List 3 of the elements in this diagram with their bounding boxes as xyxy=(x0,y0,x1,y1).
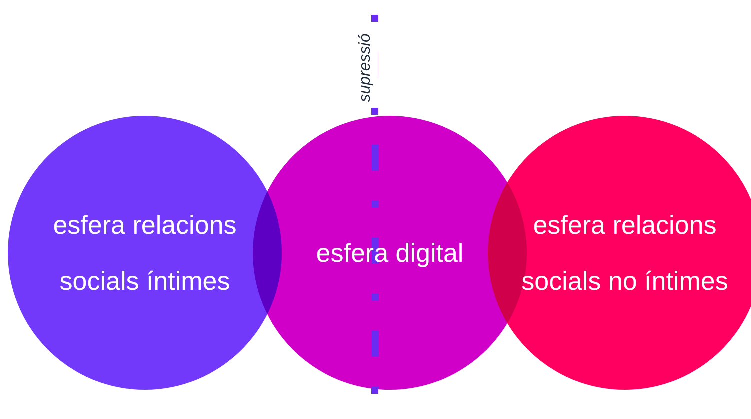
circle-label: esfera relacions socials íntimes xyxy=(52,209,238,298)
circle-label: esfera digital xyxy=(316,237,464,270)
circle-label: esfera relacions socials no íntimes xyxy=(520,209,730,298)
